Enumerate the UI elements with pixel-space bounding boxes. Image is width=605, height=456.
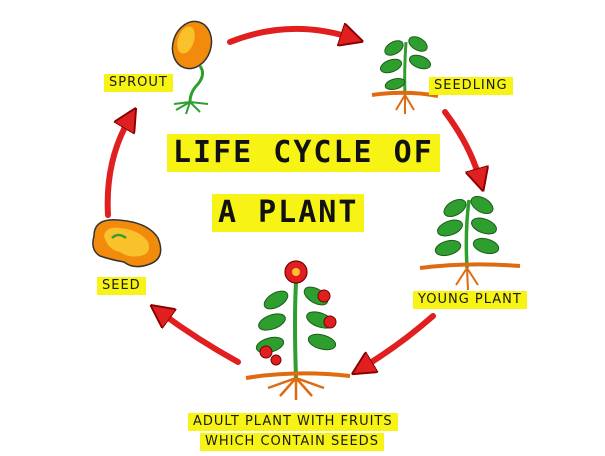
diagram-title-line-1: LIFE CYCLE OF (167, 134, 440, 172)
young-plant-illustration (419, 195, 521, 291)
label-seed: SEED (97, 277, 146, 295)
seedling-illustration (371, 36, 439, 114)
arrow-seed-to-sprout (104, 118, 130, 218)
arrow-seedling-to-young-plant (442, 109, 480, 180)
sprout-illustration (171, 20, 213, 115)
cycle-arrows (104, 29, 480, 368)
label-seedling: SEEDLING (429, 77, 513, 95)
seed-illustration (92, 219, 162, 268)
label-young-plant: YOUNG PLANT (413, 291, 527, 309)
label-adult-plant-line-2: WHICH CONTAIN SEEDS (200, 433, 384, 451)
adult-plant-illustration (245, 260, 351, 400)
arrow-young-plant-to-adult (362, 313, 436, 368)
label-sprout: SPROUT (104, 74, 173, 92)
label-adult-plant-line-1: ADULT PLANT WITH FRUITS (188, 413, 398, 431)
arrow-adult-to-seed (160, 312, 241, 365)
arrow-sprout-to-seedling (227, 29, 352, 42)
diagram-title-line-2: A PLANT (212, 194, 365, 232)
